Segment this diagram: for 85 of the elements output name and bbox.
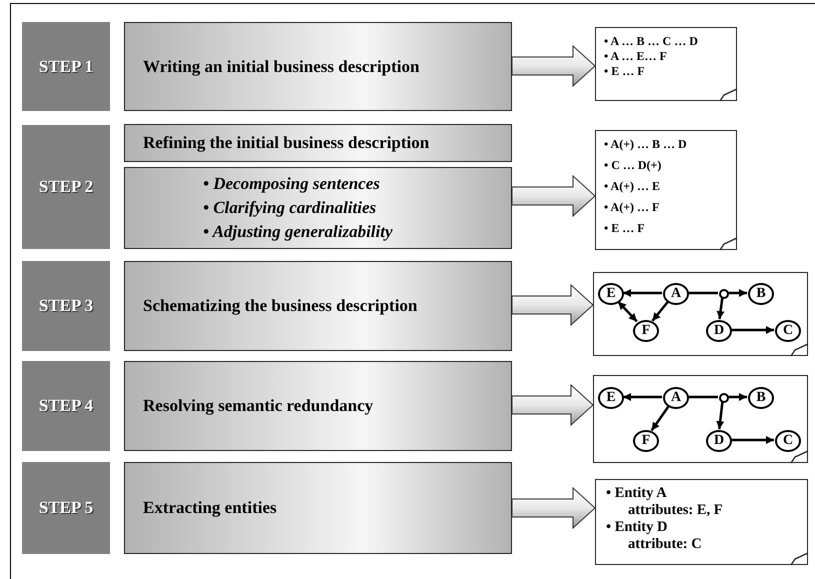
node-letter: B — [756, 390, 766, 406]
block-arrow — [512, 174, 596, 218]
entity-circle — [598, 387, 624, 409]
list-item: • A(+) … F — [604, 200, 660, 215]
process-box — [124, 261, 512, 351]
step-label — [22, 22, 110, 111]
arrow — [731, 326, 774, 334]
step-title: Writing an initial business description — [143, 56, 420, 76]
step-number: STEP 1 — [38, 56, 94, 76]
step-label — [22, 361, 110, 451]
connector-line — [688, 292, 718, 294]
list-item: • A(+) … E — [604, 179, 662, 194]
node-letter: A — [670, 286, 682, 302]
step-number: STEP 2 — [38, 177, 94, 197]
arrow — [617, 300, 638, 322]
node-letter: B — [756, 286, 766, 302]
block-arrow — [512, 384, 594, 426]
step-title: Resolving semantic redundancy — [143, 396, 374, 416]
entity-circle — [748, 387, 774, 409]
entity-circle — [633, 320, 659, 342]
entity-circle — [748, 283, 774, 305]
list-item: • A … B … C … D — [604, 34, 699, 49]
list-item: • Entity A — [606, 485, 668, 502]
node-letter: D — [714, 433, 724, 449]
step-title: Refining the initial business description — [143, 133, 430, 153]
step-label — [22, 261, 110, 351]
arrow — [623, 393, 662, 401]
block-arrow — [512, 284, 594, 326]
list-item: • Decomposing sentences — [203, 173, 381, 195]
node-letter: F — [642, 323, 650, 339]
entity-circle — [775, 430, 801, 452]
note-card — [595, 27, 737, 101]
list-item: • Adjusting generalizability — [203, 221, 394, 243]
arrow — [716, 402, 724, 430]
entity-circle — [663, 387, 689, 409]
arrow — [650, 406, 670, 432]
step-number: STEP 4 — [38, 396, 94, 416]
process-box — [124, 361, 512, 451]
step-label — [22, 462, 110, 554]
list-item: • A … E… F — [604, 49, 668, 64]
step-title: Extracting entities — [143, 498, 278, 518]
attribute-text: attributes: E, F — [627, 502, 724, 519]
block-arrow — [512, 486, 596, 530]
node-letter: C — [782, 433, 794, 449]
process-box — [124, 22, 512, 111]
list-item: • E … F — [604, 64, 646, 79]
process-box — [124, 462, 512, 554]
junction-circle — [719, 289, 729, 299]
attribute-text: attribute: C — [627, 536, 703, 553]
node-letter: E — [606, 286, 616, 302]
node-letter: C — [782, 323, 794, 339]
note-card — [593, 375, 808, 463]
step-number: STEP 5 — [38, 498, 94, 518]
arrow — [731, 436, 774, 444]
step-number: STEP 3 — [38, 296, 94, 316]
arrow — [623, 289, 662, 297]
note-card — [595, 479, 808, 565]
node-letter: D — [714, 323, 724, 339]
entity-circle — [633, 430, 659, 452]
entity-circle — [775, 320, 801, 342]
note-card — [593, 272, 808, 356]
block-arrow — [512, 44, 596, 88]
list-item: • Clarifying cardinalities — [203, 197, 378, 219]
entity-circle — [706, 430, 732, 452]
list-item: • A(+) … B … D — [604, 137, 688, 152]
node-letter: E — [606, 390, 616, 406]
node-letter: F — [642, 433, 650, 449]
note-card — [595, 130, 737, 250]
step-title: Schematizing the business description — [143, 296, 418, 316]
junction-circle — [719, 393, 729, 403]
entity-circle — [598, 283, 624, 305]
process-box — [124, 167, 512, 249]
entity-circle — [706, 320, 732, 342]
arrow — [716, 298, 725, 320]
step-label — [22, 125, 110, 249]
arrow — [728, 393, 747, 401]
arrow — [651, 301, 669, 322]
node-letter: A — [670, 390, 682, 406]
arrow — [728, 289, 747, 297]
list-item: • C … D(+) — [604, 158, 662, 173]
process-box — [124, 124, 512, 162]
list-item: • E … F — [604, 221, 646, 236]
connector-line — [688, 396, 718, 398]
list-item: • Entity D — [606, 519, 668, 536]
entity-circle — [663, 283, 689, 305]
